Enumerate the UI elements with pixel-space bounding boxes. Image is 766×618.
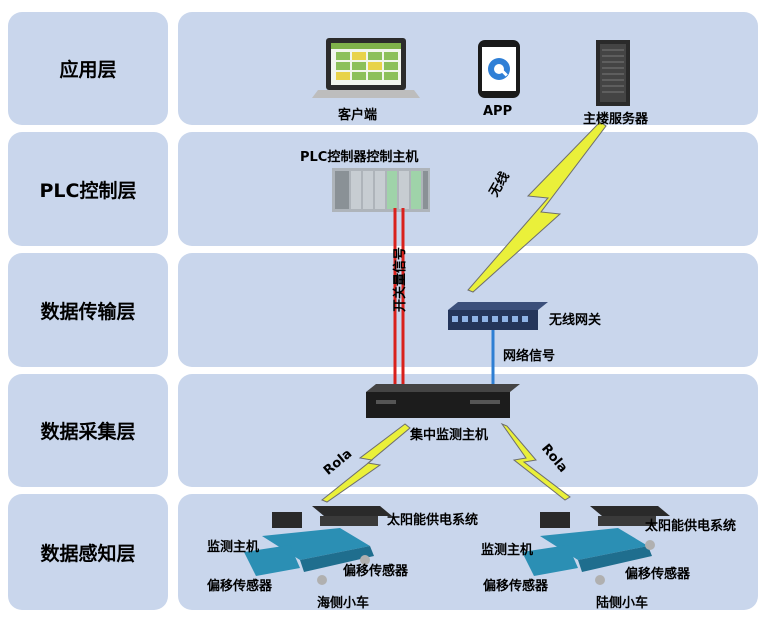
offset-sensor-label-right-a: 偏移传感器 (625, 567, 691, 582)
land-side-cart-icon (522, 506, 670, 585)
wireless-link-bolt (467, 121, 607, 293)
sea-cart-label: 海侧小车 (317, 596, 370, 611)
server-rack-icon (596, 40, 630, 106)
solar-label-right: 太阳能供电系统 (645, 519, 737, 534)
app-label: APP (483, 104, 513, 119)
wireless-gateway-icon (448, 302, 548, 330)
switch-signal-label: 开关量信号 (393, 246, 409, 313)
smartphone-icon (478, 40, 520, 98)
laptop-icon (312, 38, 420, 98)
layer-label-plc: PLC控制层 (8, 132, 168, 246)
central-monitoring-host-icon (366, 384, 520, 418)
rola-link-bolt-left (321, 423, 411, 503)
switch-signal-cable (393, 208, 405, 386)
layer-label-app: 应用层 (8, 12, 168, 125)
land-cart-label: 陆侧小车 (596, 596, 649, 611)
plc-host-label: PLC控制器控制主机 (300, 150, 419, 165)
layer-body-plc (178, 132, 758, 246)
monitor-label-right: 监测主机 (481, 543, 534, 558)
plc-controller-icon (332, 168, 430, 212)
layer-label-transmission: 数据传输层 (8, 253, 168, 367)
offset-sensor-label-right-b: 偏移传感器 (483, 579, 549, 594)
offset-sensor-label-left-a: 偏移传感器 (343, 564, 409, 579)
rola-link-bolt-right (500, 422, 571, 501)
server-label: 主楼服务器 (583, 112, 649, 127)
monitor-label-left: 监测主机 (207, 540, 260, 555)
layer-label-sensing: 数据感知层 (8, 494, 168, 610)
layer-label-acquisition: 数据采集层 (8, 374, 168, 487)
layer-body-app (178, 12, 758, 125)
sea-side-cart-icon (244, 506, 392, 585)
offset-sensor-label-left-b: 偏移传感器 (207, 579, 273, 594)
client-label: 客户端 (338, 108, 378, 123)
network-signal-label: 网络信号 (503, 349, 556, 364)
gateway-label: 无线网关 (549, 313, 602, 328)
solar-label-left: 太阳能供电系统 (387, 513, 479, 528)
central-host-label: 集中监测主机 (410, 428, 489, 443)
